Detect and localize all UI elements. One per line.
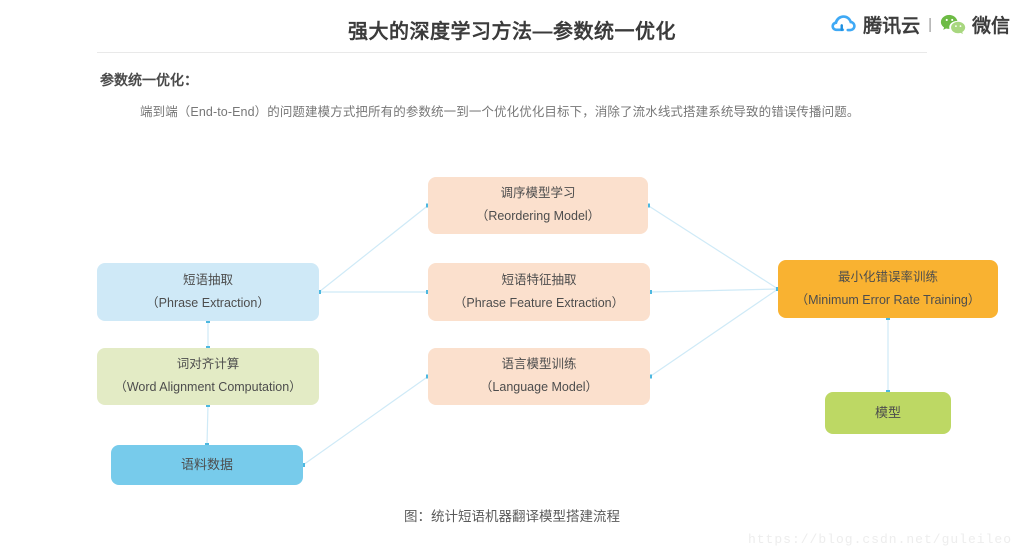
connector-phrase-extraction-to-reordering-model	[318, 205, 429, 293]
connector-corpus-data-to-language-model	[302, 376, 429, 466]
connector-endpoint-word-alignment-computation	[206, 403, 210, 407]
connector-endpoint-minimum-error-rate-training	[886, 316, 890, 320]
tencent-cloud-label: 腾讯云	[863, 15, 921, 37]
tencent-cloud-icon	[831, 13, 857, 35]
node-label-en: （Word Alignment Computation）	[114, 380, 302, 394]
flowchart-node-word-alignment-computation: 词对齐计算 （Word Alignment Computation）	[97, 348, 319, 405]
node-label-cn: 词对齐计算	[176, 357, 240, 372]
figure-caption: 图：统计短语机器翻译模型搭建流程	[404, 509, 620, 524]
watermark: https://blog.csdn.net/guleileo	[747, 532, 1012, 547]
header-divider	[97, 52, 927, 53]
flowchart: 调序模型学习 （Reordering Model） 短语抽取 （Phrase Extr…	[0, 140, 1024, 520]
section-label: 参数统一优化：	[100, 72, 198, 88]
connector-endpoint-corpus-data	[301, 463, 305, 467]
node-label-cn: 调序模型学习	[500, 186, 576, 201]
connector-endpoint-language-model	[648, 374, 652, 379]
node-label-en: （Minimum Error Rate Training）	[795, 292, 981, 307]
node-label-cn: 最小化错误率训练	[837, 269, 938, 284]
connector-language-model-to-minimum-error-rate-training	[649, 288, 779, 377]
flowchart-node-language-model: 语言模型训练 （Language Model）	[428, 348, 650, 405]
connector-endpoint-phrase-extraction	[317, 290, 321, 294]
node-label-en: （Phrase Feature Extraction）	[453, 295, 625, 310]
flowchart-node-phrase-extraction: 短语抽取 （Phrase Extraction）	[97, 263, 319, 321]
page-title: 强大的深度学习方法—参数统一优化	[348, 21, 676, 43]
connector-reordering-model-to-minimum-error-rate-training	[647, 204, 779, 290]
page-header: 强大的深度学习方法—参数统一优化 腾讯云 | 微信	[0, 0, 1024, 55]
wechat-label: 微信	[971, 15, 1010, 37]
flowchart-node-minimum-error-rate-training: 最小化错误率训练 （Minimum Error Rate Training）	[778, 260, 998, 318]
flowchart-node-reordering-model: 调序模型学习 （Reordering Model）	[428, 177, 648, 234]
flowchart-node-phrase-feature-extraction: 短语特征抽取 （Phrase Feature Extraction）	[428, 263, 650, 321]
node-label-cn: 模型	[874, 404, 901, 420]
wechat-icon	[940, 13, 966, 35]
node-label-en: （Reordering Model）	[475, 209, 601, 223]
node-label-en: （Language Model）	[479, 380, 599, 394]
brand-separator: |	[928, 15, 932, 33]
flowchart-node-corpus-data: 语料数据	[111, 445, 303, 485]
connector-endpoint-phrase-feature-extraction	[648, 290, 652, 294]
node-label-cn: 短语抽取	[182, 272, 233, 287]
flowchart-node-model-output: 模型	[825, 392, 951, 434]
node-label-cn: 短语特征抽取	[501, 272, 577, 287]
connector-endpoint-phrase-extraction	[206, 319, 210, 323]
connector-endpoint-reordering-model	[646, 203, 650, 208]
connector-corpus-data-to-word-alignment-computation	[206, 404, 209, 446]
brand-lockup: 腾讯云 | 微信	[831, 11, 1010, 37]
section-body-text: 端到端（End-to-End）的问题建模方式把所有的参数统一到一个优化优化目标下…	[140, 105, 860, 119]
node-label-cn: 语料数据	[180, 456, 233, 472]
node-label-cn: 语言模型训练	[501, 357, 577, 372]
connector-phrase-feature-extraction-to-minimum-error-rate-training	[649, 288, 779, 293]
node-label-en: （Phrase Extraction）	[146, 295, 270, 310]
